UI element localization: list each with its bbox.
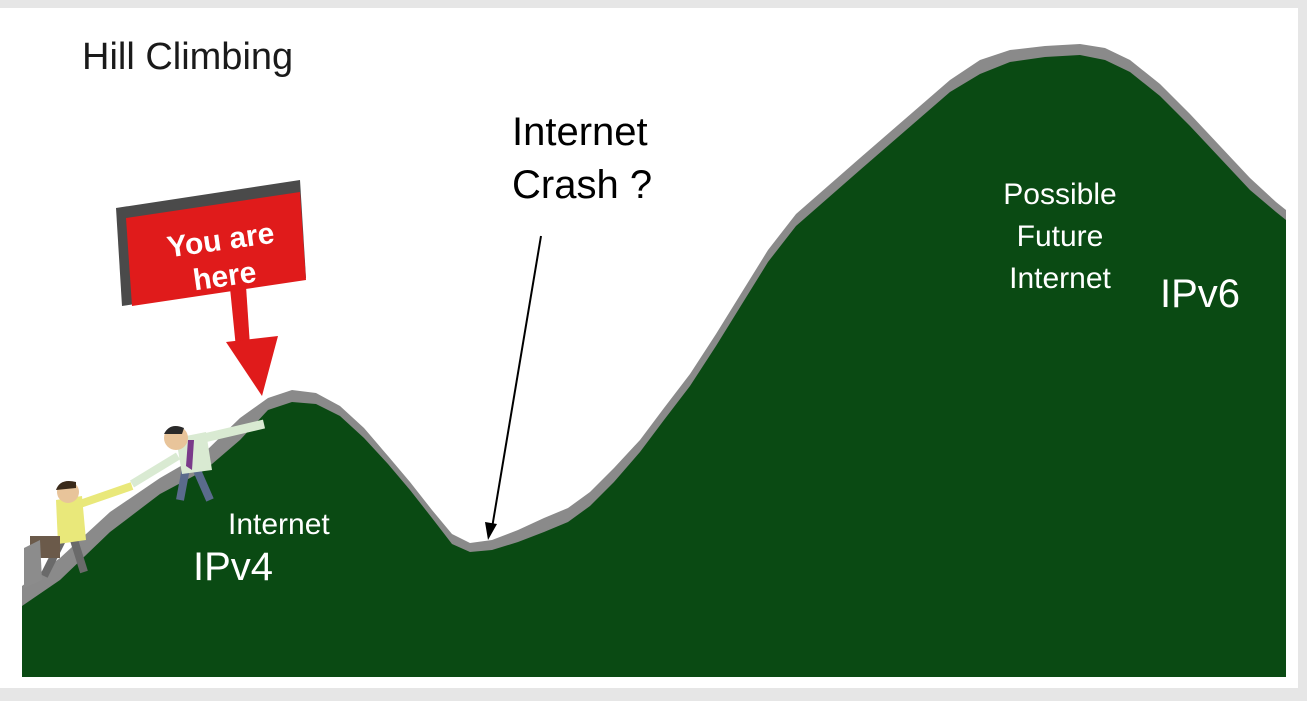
rear-climber-grey-figure <box>24 540 42 588</box>
ipv6-label: IPv6 <box>1160 272 1240 317</box>
crash-line-2: Crash ? <box>512 159 652 212</box>
internet-crash-label: Internet Crash ? <box>512 106 652 212</box>
future-internet-label: Possible Future Internet <box>970 174 1150 300</box>
future-line-2: Future <box>970 216 1150 258</box>
future-line-1: Possible <box>970 174 1150 216</box>
crash-line-1: Internet <box>512 106 652 159</box>
current-internet-label: Internet <box>228 508 330 542</box>
future-line-3: Internet <box>970 258 1150 300</box>
slide-title: Hill Climbing <box>82 36 293 79</box>
ipv4-label: IPv4 <box>193 545 273 590</box>
